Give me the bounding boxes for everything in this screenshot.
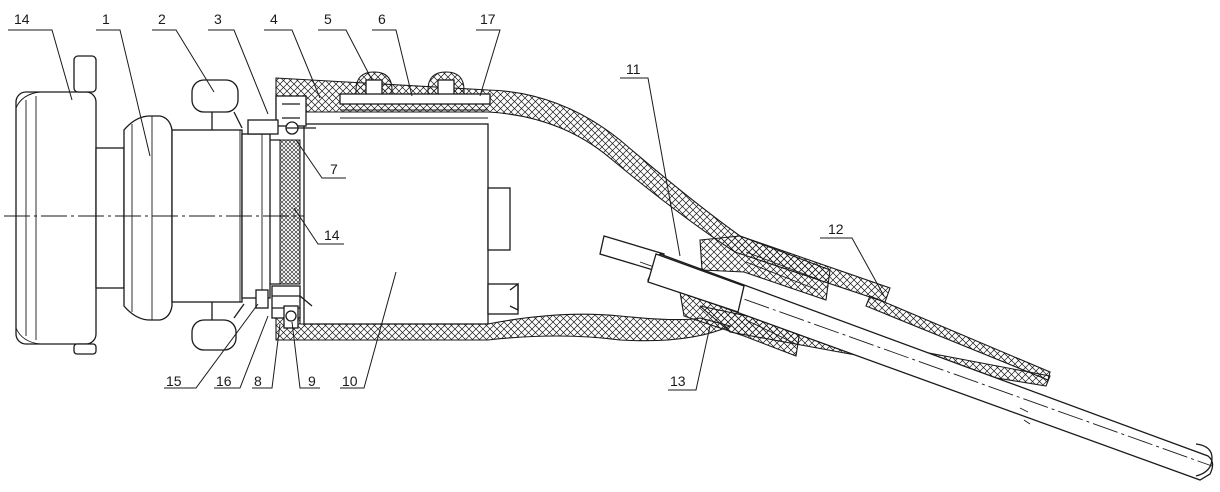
label-1: 1 [102,11,110,27]
label-5: 5 [324,11,332,27]
label-16: 16 [216,373,232,389]
label-12: 12 [828,221,844,237]
inner-body [304,124,488,324]
label-13: 13 [670,373,686,389]
label-3: 3 [214,11,222,27]
label-14-mid: 14 [324,227,340,243]
label-10: 10 [342,373,358,389]
wing-handle-bottom [192,320,236,350]
cover-strip [340,94,490,104]
label-11: 11 [626,61,641,77]
label-6: 6 [378,11,386,27]
label-8: 8 [254,373,262,389]
label-2: 2 [158,11,166,27]
label-14-top: 14 [14,11,30,27]
wing-handle-top [192,80,238,112]
label-7: 7 [330,161,338,177]
housing [248,72,1050,386]
label-4: 4 [270,11,278,27]
coupling-assembly [16,56,270,354]
label-15: 15 [166,373,182,389]
label-9: 9 [308,373,316,389]
cable-gland [600,236,1213,480]
flange-plate [16,92,96,344]
label-17: 17 [480,11,496,27]
